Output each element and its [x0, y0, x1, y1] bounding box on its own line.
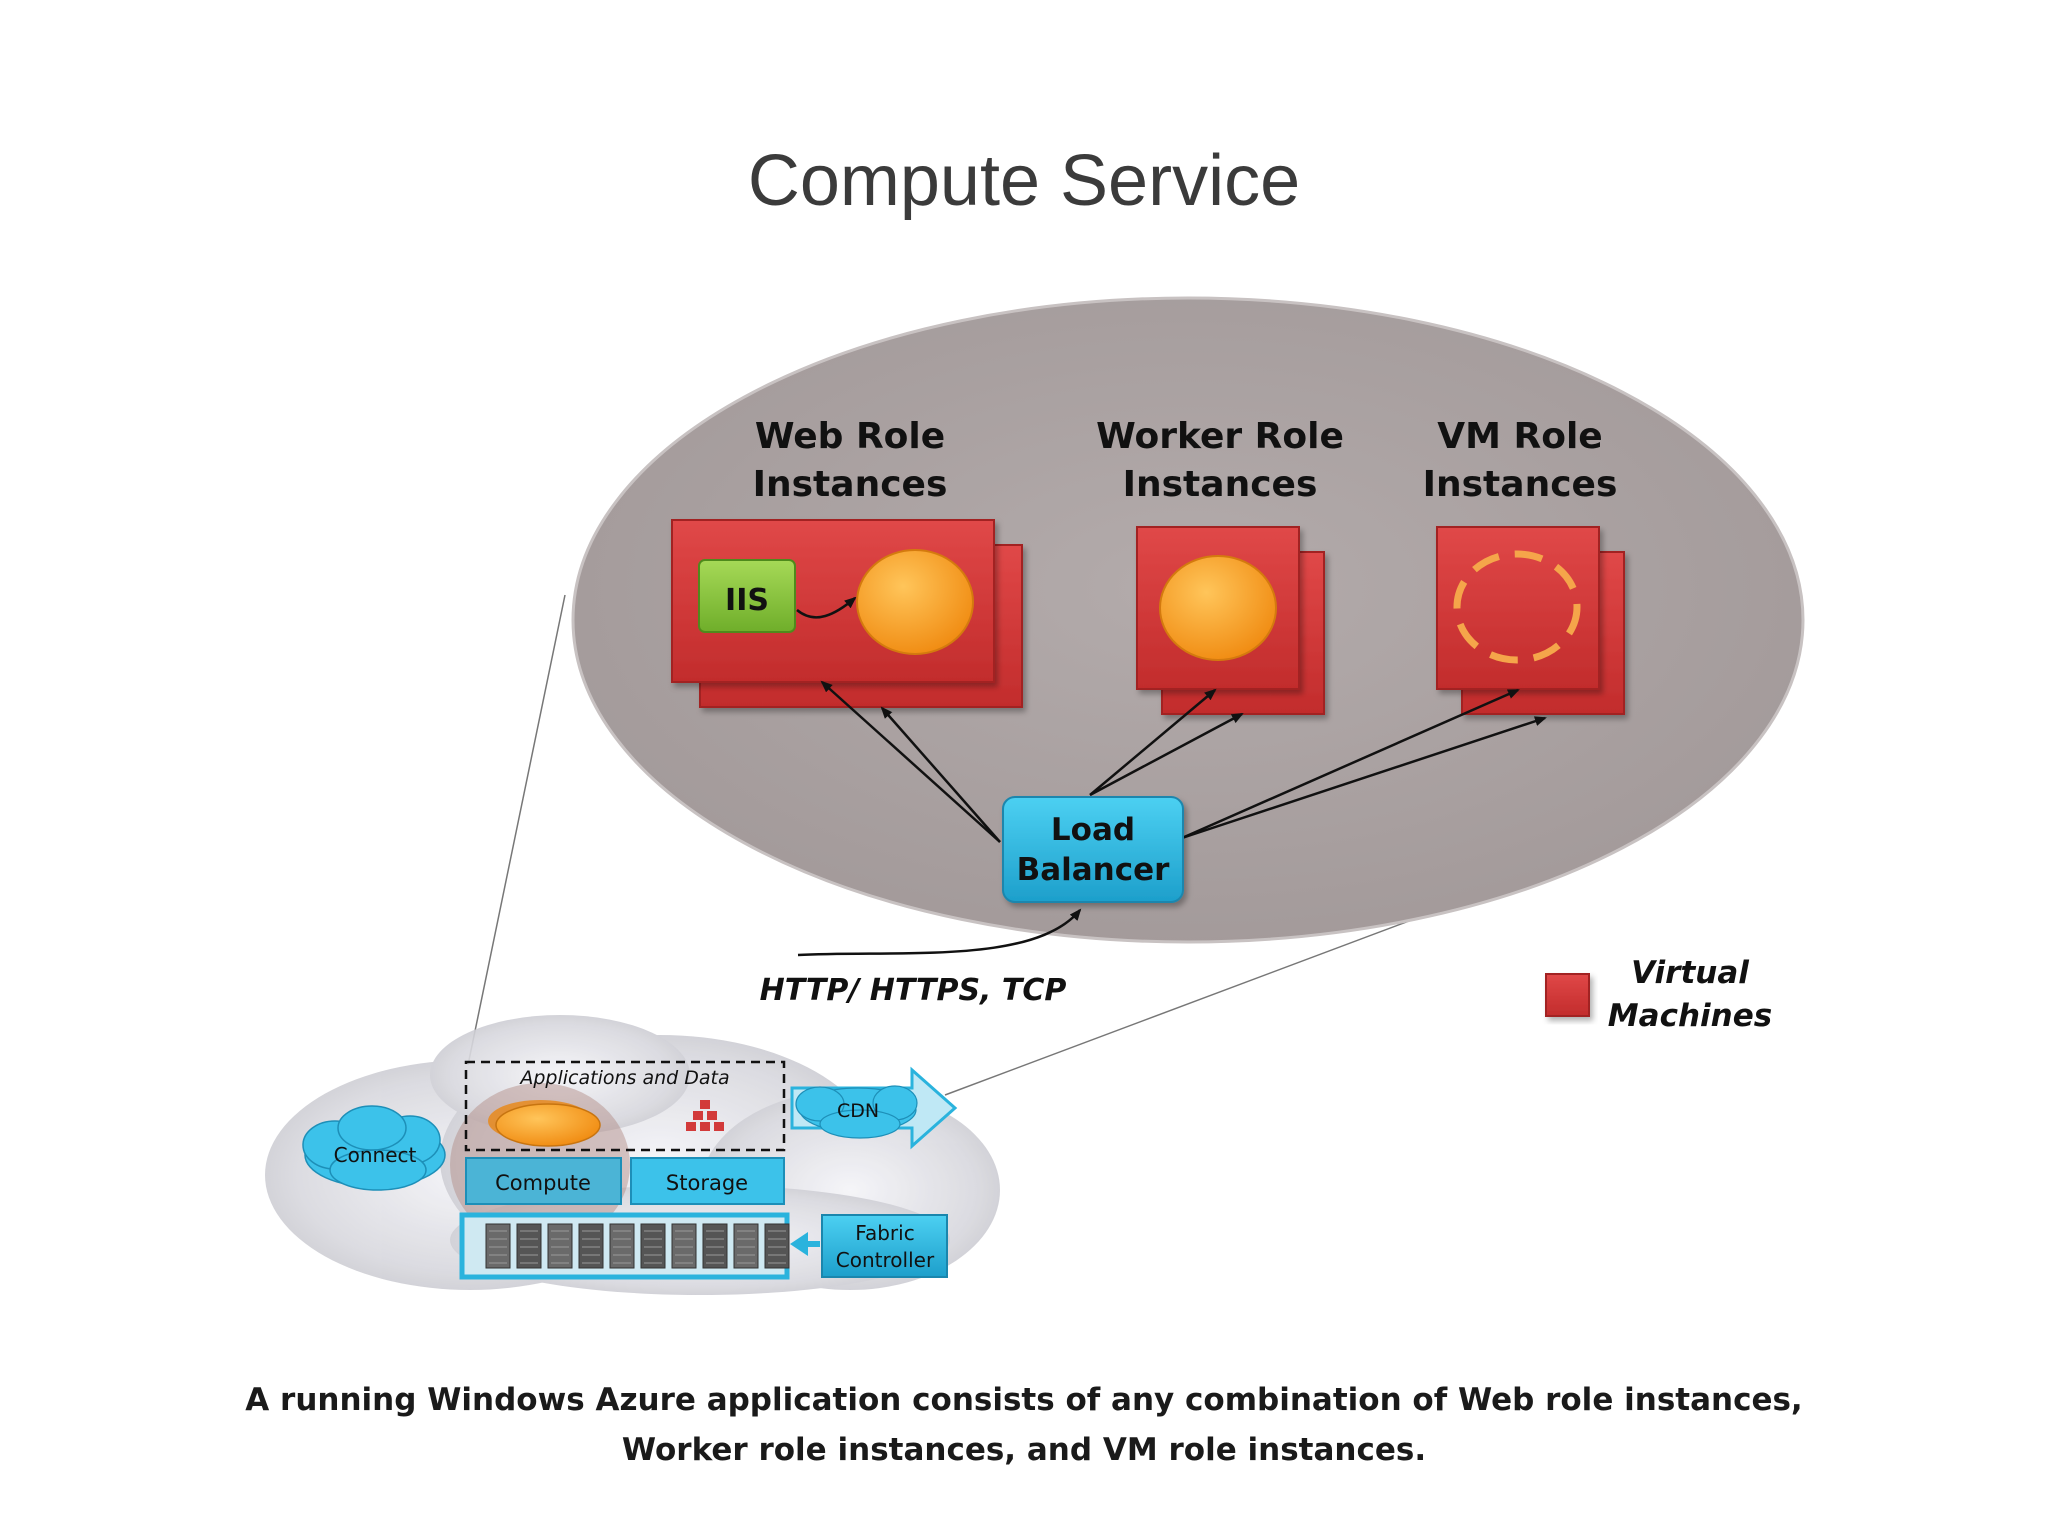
web-role-instances: IIS: [671, 519, 1023, 708]
vm-role-instances: [1436, 526, 1625, 715]
legend-line2: Machines: [1608, 998, 1772, 1034]
fabric-arrow-head: [790, 1232, 808, 1256]
web-role-title-line2: Instances: [753, 464, 948, 505]
data-blocks-icon: [686, 1100, 724, 1131]
worker-role-app-circle: [1159, 555, 1277, 661]
legend-vm-swatch: [1545, 973, 1590, 1017]
compute-bar: [465, 1157, 622, 1205]
worker-role-title-line2: Instances: [1123, 464, 1318, 505]
web-role-app-circle: [856, 549, 974, 655]
server-icons: [485, 1223, 790, 1269]
storage-bar: [630, 1157, 785, 1205]
zoom-line-left: [467, 594, 566, 1066]
load-balancer-line1: Load: [1051, 812, 1135, 848]
applications-and-data-box: [464, 1060, 786, 1152]
fabric-controller-line2: Controller: [836, 1248, 935, 1272]
web-role-title-line1: Web Role: [755, 416, 945, 457]
storage-label: Storage: [666, 1171, 748, 1195]
caption-line2: Worker role instances, and VM role insta…: [621, 1432, 1427, 1468]
connect-cloud-icon: [302, 1105, 446, 1191]
protocols-label: HTTP/ HTTPS, TCP: [760, 973, 1067, 1008]
load-balancer-box: [1002, 796, 1184, 903]
vm-role-title-line1: VM Role: [1437, 416, 1602, 457]
vm-role-dashed-circle: [1453, 550, 1581, 664]
load-balancer-line2: Balancer: [1017, 852, 1171, 888]
load-balancer-arrows: [820, 680, 1547, 843]
iis-label: IIS: [725, 583, 769, 618]
caption-line1: A running Windows Azure application cons…: [245, 1382, 1803, 1418]
app-disc-front: [495, 1103, 601, 1147]
iis-box: [698, 559, 796, 633]
fabric-controller-line1: Fabric: [855, 1221, 914, 1245]
cdn-cloud-icon: [795, 1085, 918, 1139]
worker-role-instances: [1136, 526, 1325, 715]
azure-platform-illustration: Applications and Data Connect: [265, 1015, 1000, 1295]
page-title: Compute Service: [747, 141, 1301, 221]
worker-role-title-line1: Worker Role: [1096, 416, 1344, 457]
vm-role-title-line2: Instances: [1423, 464, 1618, 505]
zoom-line-right: [944, 914, 1426, 1096]
cdn-label: CDN: [837, 1100, 879, 1122]
applications-and-data-label: Applications and Data: [518, 1067, 729, 1089]
compute-label: Compute: [495, 1171, 591, 1195]
iis-to-app-arrow: [796, 596, 857, 619]
connect-label: Connect: [334, 1143, 417, 1167]
legend-line1: Virtual: [1631, 955, 1749, 991]
fabric-controller-box: [821, 1214, 948, 1278]
incoming-traffic-arrow: [797, 908, 1082, 957]
